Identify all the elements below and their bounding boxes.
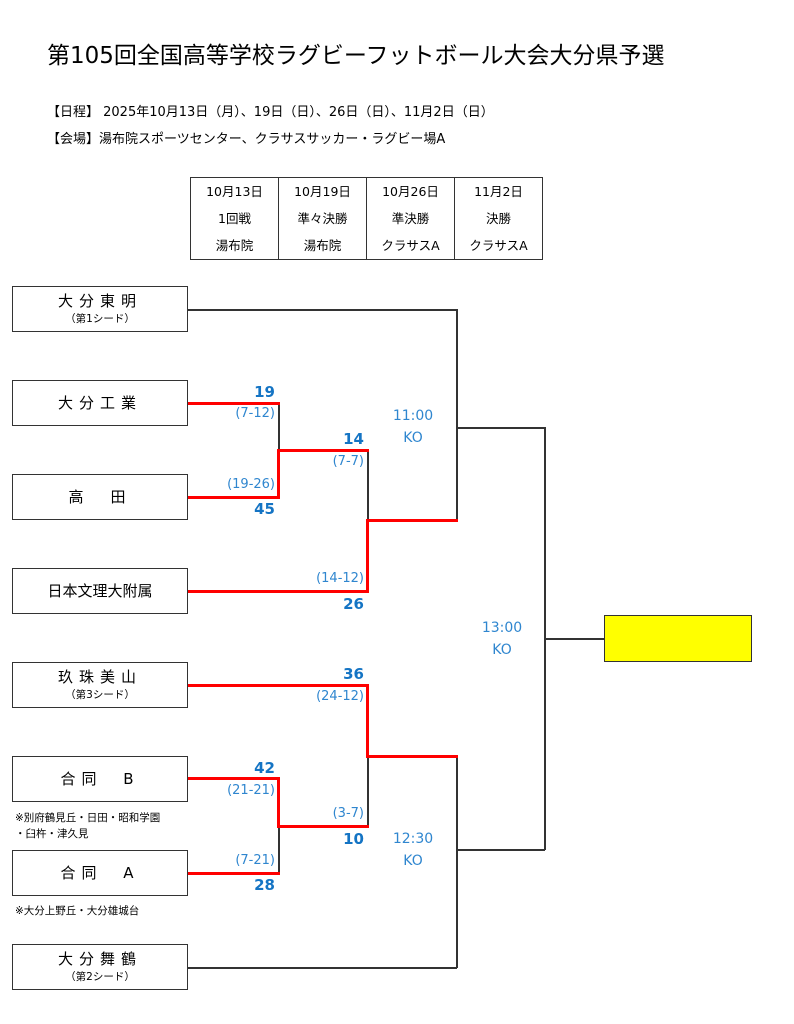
schedule-table: 10月13日 1回戦 湯布院 10月19日 準々決勝 湯布院 10月26日 準決… [190, 177, 543, 260]
winner-line [277, 449, 369, 452]
kickoff-time-sf-b: 12:30 KO [378, 828, 448, 872]
venue-line: 【会場】湯布院スポーツセンター、クラサスサッカー・ラグビー場A [47, 132, 446, 147]
bracket-line [456, 756, 458, 968]
round-name: 準々決勝 [297, 211, 348, 226]
round-name: 準決勝 [391, 211, 430, 226]
bracket-line [188, 309, 457, 311]
bracket-line [367, 450, 369, 520]
round-column-4: 11月2日 決勝 クラサスA [454, 177, 543, 260]
half-score-bottom: (3-7) [332, 806, 364, 821]
winner-line [366, 519, 458, 522]
schedule-line: 【日程】 2025年10月13日（月）、19日（日）、26日（日）、11月2日（… [47, 105, 494, 120]
score-top: 14 [343, 430, 364, 448]
kickoff-time: 13:00 [481, 620, 523, 636]
round-venue: クラサスA [381, 238, 440, 253]
kickoff-time-final: 13:00 KO [467, 617, 537, 661]
team-name: 玖珠美山 [57, 668, 142, 686]
team-seed: （第1シード） [65, 313, 135, 325]
winner-line [277, 777, 280, 828]
team-name: 合同 B [60, 770, 140, 788]
team-note: ※別府鶴見丘・日田・昭和学園 [15, 812, 161, 824]
team-note: ・臼杵・津久見 [15, 828, 89, 840]
winner-line [277, 825, 369, 828]
round-date: 10月13日 [206, 184, 263, 199]
bracket-line [188, 967, 457, 969]
round-name: 決勝 [485, 211, 511, 226]
team-name: 大分工業 [57, 394, 142, 412]
team-seed: （第2シード） [65, 971, 135, 983]
team-name: 大分東明 [57, 292, 142, 310]
page-title: 第105回全国高等学校ラグビーフットボール大会大分県予選 [47, 43, 665, 69]
winner-line [366, 519, 369, 593]
team-box-kusu-misan: 玖珠美山 （第3シード） [12, 662, 188, 708]
round-venue: 湯布院 [215, 238, 254, 253]
bracket-line [456, 849, 545, 851]
round-column-2: 10月19日 準々決勝 湯布院 [278, 177, 367, 260]
winner-line [188, 872, 280, 875]
winner-line [188, 777, 280, 780]
bracket-line [544, 638, 604, 640]
champion-box [604, 615, 752, 662]
half-score-top: (7-12) [235, 406, 275, 421]
team-name: 高 田 [68, 488, 132, 506]
winner-line [188, 590, 369, 593]
bracket-line [367, 756, 369, 827]
round-column-3: 10月26日 準決勝 クラサスA [366, 177, 455, 260]
team-box-nihon-bunri: 日本文理大附属 [12, 568, 188, 614]
kickoff-label: KO [492, 642, 512, 658]
bracket-line [456, 309, 458, 521]
score-top: 19 [254, 383, 275, 401]
team-box-oita-kogyo: 大分工業 [12, 380, 188, 426]
bracket-line [278, 403, 280, 451]
half-score-bottom: (7-21) [235, 853, 275, 868]
score-bottom: 10 [343, 830, 364, 848]
score-bottom: 26 [343, 595, 364, 613]
round-venue: クラサスA [469, 238, 528, 253]
team-note: ※大分上野丘・大分雄城台 [15, 905, 140, 917]
half-score-bottom: (19-26) [227, 477, 275, 492]
score-top: 36 [343, 665, 364, 683]
winner-line [366, 684, 369, 758]
round-date: 10月26日 [382, 184, 439, 199]
score-top: 42 [254, 759, 275, 777]
kickoff-label: KO [403, 430, 423, 446]
winner-line [188, 684, 369, 687]
team-box-oita-maizuru: 大分舞鶴 （第2シード） [12, 944, 188, 990]
half-score-bottom: (14-12) [316, 571, 364, 586]
bracket-line [456, 427, 545, 429]
score-bottom: 45 [254, 500, 275, 518]
round-date: 11月2日 [474, 184, 523, 199]
half-score-top: (21-21) [227, 783, 275, 798]
team-name: 日本文理大附属 [47, 582, 153, 600]
team-box-takada: 高 田 [12, 474, 188, 520]
half-score-top: (7-7) [332, 454, 364, 469]
team-box-oita-tomei: 大分東明 （第1シード） [12, 286, 188, 332]
round-column-1: 10月13日 1回戦 湯布院 [190, 177, 279, 260]
kickoff-time: 11:00 [392, 408, 434, 424]
team-name: 合同 A [60, 864, 140, 882]
team-name: 大分舞鶴 [57, 950, 142, 968]
winner-line [366, 755, 458, 758]
round-name: 1回戦 [218, 211, 251, 226]
half-score-top: (24-12) [316, 689, 364, 704]
score-bottom: 28 [254, 876, 275, 894]
kickoff-time: 12:30 [392, 831, 434, 847]
round-venue: 湯布院 [303, 238, 342, 253]
kickoff-time-sf-a: 11:00 KO [378, 405, 448, 449]
winner-line [277, 449, 280, 499]
team-box-godo-a: 合同 A [12, 850, 188, 896]
team-seed: （第3シード） [65, 689, 135, 701]
kickoff-label: KO [403, 853, 423, 869]
team-box-godo-b: 合同 B [12, 756, 188, 802]
bracket-line [278, 827, 280, 874]
winner-line [188, 496, 280, 499]
round-date: 10月19日 [294, 184, 351, 199]
winner-line [188, 402, 280, 405]
